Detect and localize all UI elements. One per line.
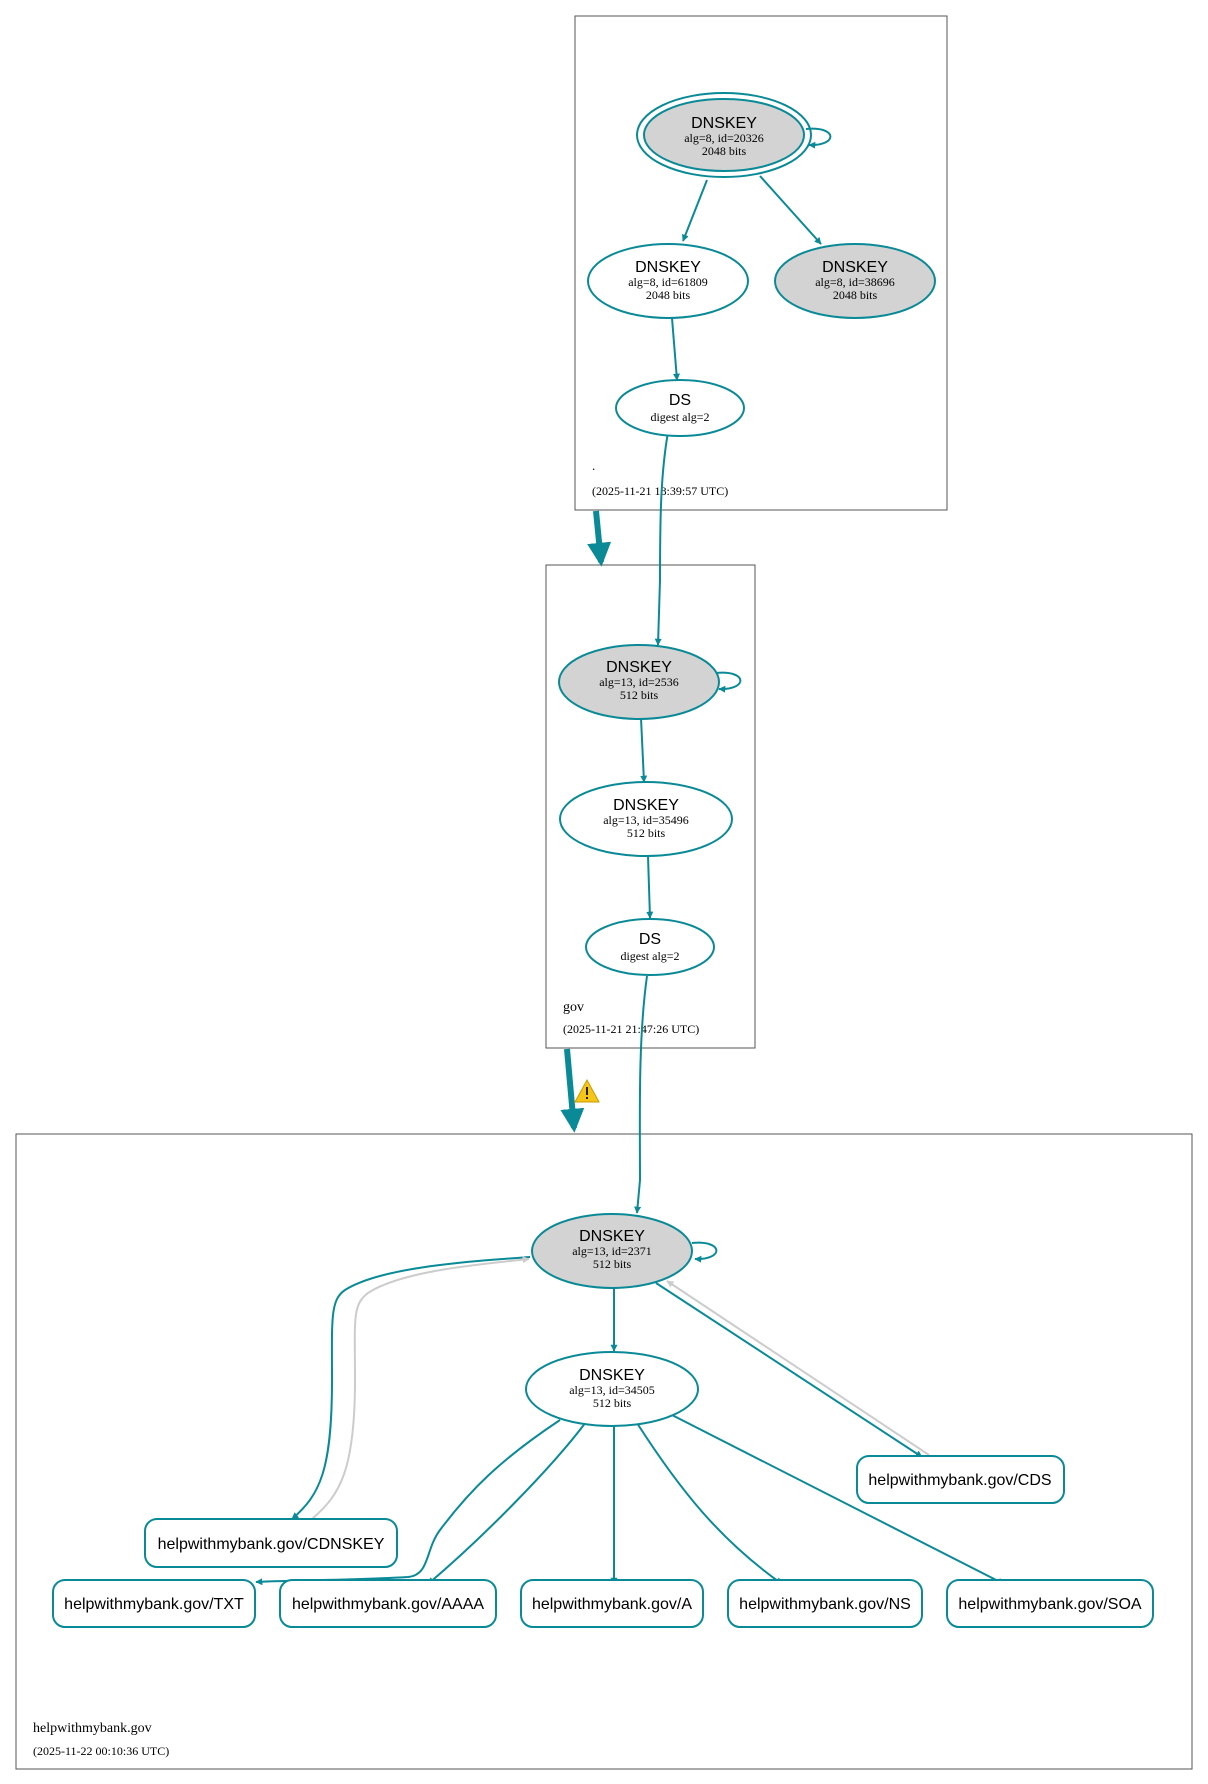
dnskey-node-root-ksk[interactable]: DNSKEY alg=8, id=20326 2048 bits [636,92,812,178]
ds-node-gov[interactable]: DS digest alg=2 [585,918,715,976]
ds-node-root[interactable]: DS digest alg=2 [615,379,745,437]
node-detail: digest alg=2 [650,410,709,424]
node-title: DNSKEY [691,115,757,132]
zone-root-timestamp: (2025-11-21 18:39:57 UTC) [592,484,728,498]
edge-gov-ds-dom-ksk [634,975,648,1214]
delegation-arrow-gov-domain [560,1048,585,1133]
node-detail: alg=8, id=20326 [684,131,764,145]
edge-dom-zsk-soa [671,1414,1005,1585]
faded-edges [311,1256,930,1520]
node-detail: alg=8, id=38696 [815,275,895,289]
dnskey-node-root-zsk[interactable]: DNSKEY alg=8, id=61809 2048 bits [587,243,749,319]
edge-cdnskey-dom-ksk [311,1256,530,1520]
zone-gov: gov (2025-11-21 21:47:26 UTC) [545,564,756,1049]
edge-dom-ksk-self [691,1241,718,1263]
dnskey-node-domain-zsk[interactable]: DNSKEY alg=13, id=34505 512 bits [525,1351,699,1427]
record-label: helpwithmybank.gov/TXT [64,1596,244,1613]
edge-gov-ksk-zsk [640,717,648,783]
edge-root-ds-gov-ksk [654,407,674,646]
node-title: DNSKEY [635,259,701,276]
record-aaaa[interactable]: helpwithmybank.gov/AAAA [279,1579,497,1628]
node-size: 2048 bits [702,144,747,158]
dnskey-node-root-key3[interactable]: DNSKEY alg=8, id=38696 2048 bits [774,243,936,319]
node-size: 2048 bits [833,288,878,302]
edge-root-ksk-zsk [682,179,708,242]
node-title: DS [669,392,691,409]
edge-dom-zsk-ns [636,1422,783,1585]
edge-root-ksk-self [805,127,832,149]
dnskey-node-domain-ksk[interactable]: DNSKEY alg=13, id=2371 512 bits [531,1213,693,1289]
zone-domain: helpwithmybank.gov (2025-11-22 00:10:36 … [15,1133,1193,1770]
record-cds[interactable]: helpwithmybank.gov/CDS [856,1455,1065,1504]
zone-domain-timestamp: (2025-11-22 00:10:36 UTC) [33,1744,169,1758]
node-size: 512 bits [593,1396,632,1410]
zone-gov-name: gov [563,1000,584,1015]
node-size: 512 bits [620,688,659,702]
node-title: DNSKEY [579,1228,645,1245]
edge-gov-zsk-ds [646,855,654,919]
record-cdnskey[interactable]: helpwithmybank.gov/CDNSKEY [144,1518,398,1568]
node-detail: alg=13, id=2536 [599,675,679,689]
record-label: helpwithmybank.gov/A [532,1596,692,1613]
warning-icon [574,1078,600,1103]
delegation-arrow-root-gov [587,510,612,567]
node-title: DNSKEY [822,259,888,276]
record-label: helpwithmybank.gov/CDS [868,1472,1051,1489]
node-detail: alg=13, id=2371 [572,1244,652,1258]
node-detail: digest alg=2 [620,949,679,963]
record-txt[interactable]: helpwithmybank.gov/TXT [52,1579,256,1628]
zone-domain-name: helpwithmybank.gov [33,1721,152,1736]
node-title: DS [639,931,661,948]
node-detail: alg=13, id=35496 [603,813,689,827]
node-title: DNSKEY [579,1367,645,1384]
edge-cds-dom-ksk [666,1280,930,1456]
dnskey-node-gov-ksk[interactable]: DNSKEY alg=13, id=2536 512 bits [558,644,720,720]
node-size: 2048 bits [646,288,691,302]
node-size: 512 bits [627,826,666,840]
node-size: 512 bits [593,1257,632,1271]
record-ns[interactable]: helpwithmybank.gov/NS [727,1579,923,1628]
record-label: helpwithmybank.gov/NS [739,1596,911,1613]
edge-dom-ksk-cds [655,1282,923,1458]
record-label: helpwithmybank.gov/SOA [958,1596,1142,1613]
node-detail: alg=8, id=61809 [628,275,708,289]
record-soa[interactable]: helpwithmybank.gov/SOA [946,1579,1154,1628]
zone-root-name: . [592,458,595,473]
node-detail: alg=13, id=34505 [569,1383,655,1397]
edge-gov-ksk-self [715,671,742,693]
edge-root-ksk-key3 [759,175,822,245]
node-title: DNSKEY [606,659,672,676]
zone-root: . (2025-11-21 18:39:57 UTC) [574,15,948,511]
zone-gov-timestamp: (2025-11-21 21:47:26 UTC) [563,1022,699,1036]
record-a[interactable]: helpwithmybank.gov/A [520,1579,704,1628]
node-title: DNSKEY [613,797,679,814]
edge-dom-zsk-aaaa [427,1421,587,1585]
edge-dom-ksk-cdnskey [291,1256,531,1520]
edge-root-zsk-ds [671,317,680,381]
record-label: helpwithmybank.gov/CDNSKEY [158,1536,385,1553]
dnskey-node-gov-zsk[interactable]: DNSKEY alg=13, id=35496 512 bits [559,781,733,857]
record-label: helpwithmybank.gov/AAAA [292,1596,484,1613]
